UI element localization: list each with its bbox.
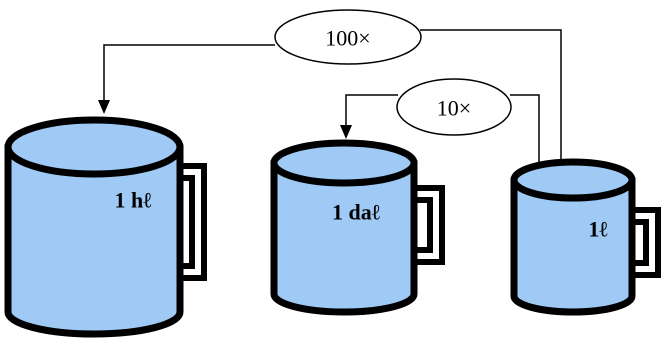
mug-liter-rim — [510, 158, 636, 202]
conversion-oval-10x: 10× — [396, 78, 512, 136]
mug-hectoliter-rim — [4, 116, 184, 178]
mug-hectoliter: 1 hℓ — [4, 116, 207, 338]
connector-100x — [98, 29, 562, 162]
mug-decaliter-rim — [270, 139, 418, 187]
conversion-label-100x: 100× — [325, 26, 370, 51]
mug-decaliter-label: 1 daℓ — [332, 200, 380, 225]
mug-liter: 1ℓ — [510, 158, 661, 316]
mug-liter-label: 1ℓ — [588, 217, 607, 242]
mug-liter-handle — [629, 207, 661, 278]
conversion-oval-100x: 100× — [274, 9, 422, 65]
mug-decaliter: 1 daℓ — [270, 139, 445, 316]
mug-hectoliter-label: 1 hℓ — [115, 188, 152, 213]
conversion-label-10x: 10× — [437, 96, 471, 121]
mug-liter-body — [510, 177, 636, 316]
mug-decaliter-handle — [411, 185, 445, 265]
connector-10x — [340, 94, 540, 162]
mug-hectoliter-body — [4, 144, 184, 338]
mug-hectoliter-handle — [177, 163, 207, 281]
mug-decaliter-body — [270, 160, 418, 316]
